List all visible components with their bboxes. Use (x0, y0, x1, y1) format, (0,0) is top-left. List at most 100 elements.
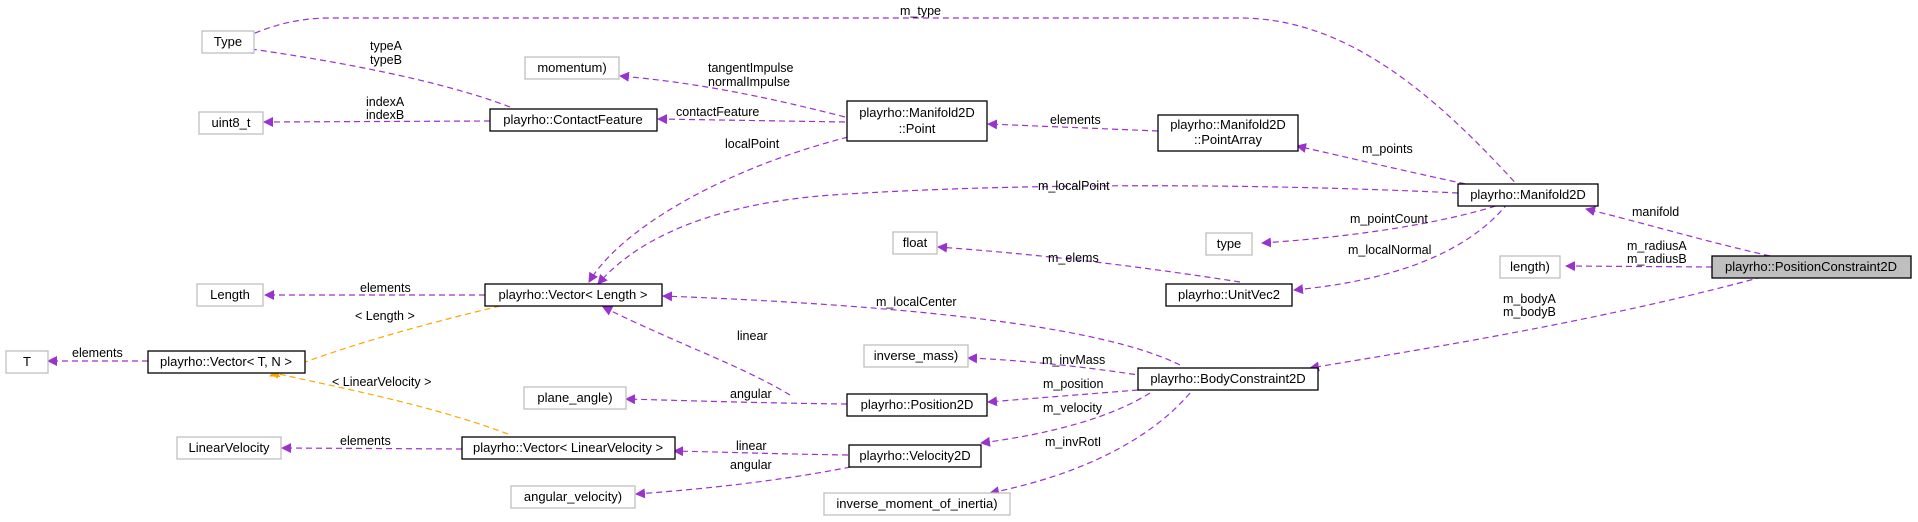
node-position-constraint[interactable]: playrho::PositionConstraint2D (1711, 255, 1912, 279)
node-inverse-mass[interactable]: inverse_mass) (863, 344, 969, 368)
edge-m-velocity: m_velocity (980, 392, 1151, 447)
edge-m-point-count: m_pointCount (1261, 202, 1506, 248)
svg-text:playrho::UnitVec2: playrho::UnitVec2 (1178, 287, 1280, 302)
svg-text:float: float (903, 235, 928, 250)
svg-text:Type: Type (214, 34, 242, 49)
edge-label-linear-position: linear (737, 329, 768, 343)
node-type-lower[interactable]: type (1205, 232, 1253, 256)
edge-label-m-radius-b: m_radiusB (1627, 252, 1687, 266)
svg-text:plane_angle): plane_angle) (537, 390, 612, 405)
svg-text:T: T (23, 354, 31, 369)
edge-label-elements-linear-velocity: elements (340, 434, 391, 448)
edge-label-angular-velocity: angular (730, 458, 772, 472)
edge-label-local-point: localPoint (725, 137, 780, 151)
edge-angular-position: angular (625, 387, 848, 405)
edge-label-type-b: typeB (370, 53, 402, 67)
edge-elements-t: elements (47, 346, 148, 366)
edge-label-index-a: indexA (366, 95, 405, 109)
node-velocity2d[interactable]: playrho::Velocity2D (848, 444, 982, 468)
node-linear-velocity[interactable]: LinearVelocity (176, 436, 282, 460)
edge-m-type: m_type (239, 4, 1522, 190)
svg-text:angular_velocity): angular_velocity) (524, 489, 622, 504)
svg-text:length): length) (1510, 259, 1550, 274)
node-vector-linear-velocity[interactable]: playrho::Vector< LinearVelocity > (461, 436, 676, 460)
edge-m-inv-rotl: m_invRotI (989, 392, 1191, 497)
edge-m-points: m_points (1296, 142, 1476, 187)
svg-text:inverse_moment_of_inertia): inverse_moment_of_inertia) (836, 496, 997, 511)
edge-m-elems: m_elems (937, 242, 1241, 283)
edge-label-m-local-center: m_localCenter (876, 295, 957, 309)
edge-angular-velocity: angular (635, 458, 871, 499)
svg-text:playrho::Manifold2D: playrho::Manifold2D (1470, 187, 1586, 202)
edge-label-m-type: m_type (900, 4, 941, 18)
edge-label-index-b: indexB (366, 108, 404, 122)
node-body-constraint[interactable]: playrho::BodyConstraint2D (1137, 367, 1319, 391)
edge-type-ab: typeA typeB (243, 39, 511, 108)
svg-text:playrho::Vector< T, N >: playrho::Vector< T, N > (160, 354, 292, 369)
edge-label-m-points: m_points (1362, 142, 1413, 156)
svg-text:playrho::Manifold2D: playrho::Manifold2D (859, 105, 975, 120)
edge-contact-feature: contactFeature (657, 105, 846, 125)
node-vector-length[interactable]: playrho::Vector< Length > (484, 283, 663, 307)
edge-label-m-local-point: m_localPoint (1038, 179, 1110, 193)
node-manifold-point[interactable]: playrho::Manifold2D ::Point (846, 100, 988, 142)
edge-label-m-inv-mass: m_invMass (1042, 353, 1105, 367)
edge-label-angular-position: angular (730, 387, 772, 401)
edge-label-manifold: manifold (1632, 205, 1679, 219)
edge-label-m-point-count: m_pointCount (1350, 212, 1428, 226)
node-inverse-moment-of-inertia[interactable]: inverse_moment_of_inertia) (823, 492, 1011, 516)
node-angular-velocity[interactable]: angular_velocity) (510, 485, 636, 509)
edge-label-m-position: m_position (1043, 377, 1103, 391)
edge-tangent-normal-impulse: tangentImpulse normalImpulse (619, 61, 846, 118)
edge-linear-position: linear (602, 306, 791, 396)
node-manifold[interactable]: playrho::Manifold2D (1457, 183, 1599, 207)
edge-label-elements-length: elements (360, 281, 411, 295)
svg-text:playrho::Vector< LinearVelocit: playrho::Vector< LinearVelocity > (473, 440, 663, 455)
edge-label-tangent-impulse: tangentImpulse (708, 61, 794, 75)
svg-text:playrho::Position2D: playrho::Position2D (861, 397, 974, 412)
edge-label-elements-t: elements (72, 346, 123, 360)
edge-label-elements-points: elements (1050, 113, 1101, 127)
node-plane-angle[interactable]: plane_angle) (523, 386, 627, 410)
node-type[interactable]: Type (201, 30, 255, 54)
edge-label-linear-velocity: linear (736, 439, 767, 453)
edge-label-m-elems: m_elems (1048, 251, 1099, 265)
svg-text:::PointArray: ::PointArray (1194, 132, 1262, 147)
edge-template-linear-velocity: < LinearVelocity > (269, 369, 509, 435)
svg-text:momentum): momentum) (537, 60, 606, 75)
svg-text:type: type (1217, 236, 1242, 251)
edge-elements-linear-velocity: elements (281, 434, 463, 454)
svg-text:playrho::PositionConstraint2D: playrho::PositionConstraint2D (1725, 259, 1897, 274)
edge-elements-points: elements (987, 113, 1159, 132)
svg-text:playrho::Velocity2D: playrho::Velocity2D (859, 448, 970, 463)
node-float[interactable]: float (892, 231, 938, 255)
edge-local-point: localPoint (588, 136, 849, 283)
node-length-fn[interactable]: length) (1499, 255, 1561, 279)
svg-text:LinearVelocity: LinearVelocity (189, 440, 270, 455)
edge-index-ab: indexA indexB (263, 95, 491, 127)
svg-text:inverse_mass): inverse_mass) (874, 348, 959, 363)
svg-text:playrho::Manifold2D: playrho::Manifold2D (1170, 117, 1286, 132)
edge-label-m-body-a: m_bodyA (1503, 292, 1556, 306)
edge-m-local-center: m_localCenter (662, 291, 1181, 366)
svg-text:playrho::BodyConstraint2D: playrho::BodyConstraint2D (1150, 371, 1305, 386)
node-position2d[interactable]: playrho::Position2D (846, 393, 988, 417)
edge-label-contact-feature: contactFeature (676, 105, 759, 119)
node-length[interactable]: Length (196, 283, 264, 307)
node-unitvec2[interactable]: playrho::UnitVec2 (1165, 283, 1293, 307)
svg-text:uint8_t: uint8_t (211, 115, 250, 130)
node-t[interactable]: T (5, 350, 49, 374)
edge-m-position: m_position (987, 377, 1139, 407)
edge-label-m-radius-a: m_radiusA (1627, 239, 1687, 253)
node-contact-feature[interactable]: playrho::ContactFeature (489, 108, 658, 132)
edge-m-radius: m_radiusA m_radiusB (1565, 239, 1713, 272)
node-momentum[interactable]: momentum) (524, 56, 620, 80)
edge-label-m-velocity: m_velocity (1043, 401, 1103, 415)
node-point-array[interactable]: playrho::Manifold2D ::PointArray (1157, 114, 1299, 152)
edge-label-m-inv-rotl: m_invRotI (1045, 435, 1101, 449)
node-uint8-t[interactable]: uint8_t (198, 111, 264, 135)
node-vector-tn[interactable]: playrho::Vector< T, N > (147, 350, 306, 374)
svg-text:::Point: ::Point (899, 121, 936, 136)
edge-manifold: manifold (1585, 205, 1771, 257)
